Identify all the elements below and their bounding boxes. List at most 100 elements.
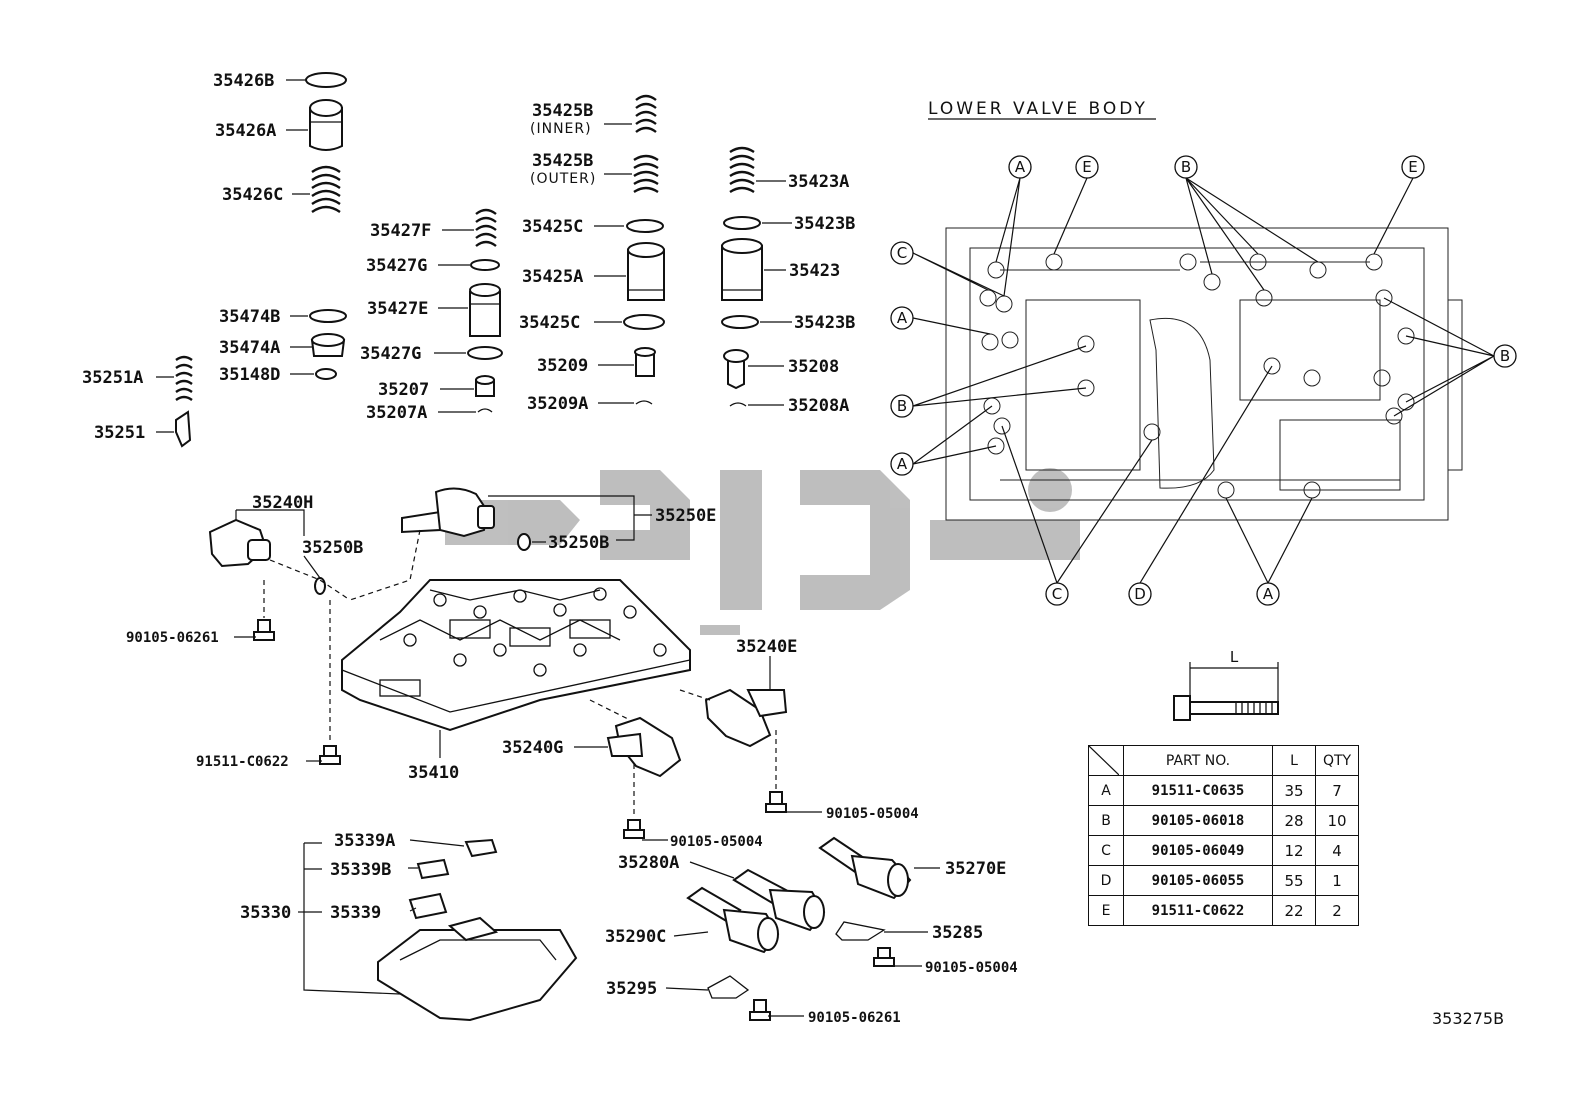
label-90105-05004-bottom: 90105-05004: [925, 960, 1018, 976]
marker-D-bottom: D: [1134, 585, 1146, 603]
marker-C-left: C: [897, 244, 907, 262]
part-35295-clip: [707, 975, 750, 999]
label-35207A: 35207A: [366, 403, 427, 423]
label-35423B-bottom: 35423B: [794, 313, 855, 333]
label-35208: 35208: [788, 357, 839, 377]
label-35250B-left: 35250B: [302, 538, 363, 558]
part-35240H-solenoid: [208, 518, 271, 568]
part-35251A-spring: [175, 355, 193, 401]
label-35427F: 35427F: [370, 221, 431, 241]
row-part-no: 90105-06018: [1123, 805, 1273, 836]
part-35250E-solenoid: [401, 487, 495, 538]
part-35426B-ring: [305, 72, 347, 88]
label-35427E: 35427E: [367, 299, 428, 319]
row-qty: 10: [1315, 805, 1359, 836]
part-35208-plug: [723, 349, 749, 390]
marker-A-bottom: A: [1263, 585, 1274, 603]
part-35425C-ring-bottom: [623, 314, 665, 330]
bolt-90105-05004-bottom: [873, 947, 895, 967]
label-35426C: 35426C: [222, 185, 283, 205]
marker-B-top: B: [1181, 158, 1191, 176]
part-35285-clip: [835, 921, 886, 941]
row-key: A: [1088, 775, 1124, 806]
label-35427G-bottom: 35427G: [360, 344, 421, 364]
marker-E-left: E: [1082, 158, 1091, 176]
label-35425B-inner: 35425B: [532, 101, 593, 121]
label-35423A: 35423A: [788, 172, 849, 192]
table-row: E 91511-C0622 22 2: [1088, 895, 1359, 926]
part-35240E-solenoid: [704, 688, 788, 748]
part-35423-sleeve: [721, 238, 763, 301]
label-35427G-top: 35427G: [366, 256, 427, 276]
label-35474B: 35474B: [219, 307, 280, 327]
row-qty: 4: [1315, 835, 1359, 866]
part-35339A-gasket: [464, 838, 498, 858]
part-35423B-ring-top: [723, 216, 761, 230]
part-35425B-outer-spring: [633, 154, 659, 194]
marker-A-left-upper: A: [897, 309, 908, 327]
part-35209A-clip: [635, 400, 653, 405]
row-qty: 2: [1315, 895, 1359, 926]
part-35426A-sleeve: [309, 99, 343, 151]
part-35208A-clip: [729, 402, 747, 407]
label-35251A: 35251A: [82, 368, 143, 388]
lower-valve-body-illustration: [945, 227, 1463, 521]
label-35209: 35209: [537, 356, 588, 376]
label-35423B-top: 35423B: [794, 214, 855, 234]
label-35339B: 35339B: [330, 860, 391, 880]
part-35280A-tube: [732, 868, 826, 932]
row-length: 28: [1272, 805, 1316, 836]
marker-A-left-lower: A: [897, 455, 908, 473]
table-row: B 90105-06018 28 10: [1088, 805, 1359, 836]
assembly-lines: [269, 529, 711, 721]
part-35251-plate: [175, 410, 192, 448]
column-header-part-no: PART NO.: [1123, 745, 1273, 776]
marker-E-right: E: [1408, 158, 1417, 176]
section-title: LOWER VALVE BODY: [928, 99, 1148, 119]
label-35426B: 35426B: [213, 71, 274, 91]
label-90105-05004-right: 90105-05004: [826, 806, 919, 822]
marker-B-right: B: [1500, 347, 1510, 365]
label-91511-C0622: 91511-C0622: [196, 754, 289, 770]
label-90105-05004-mid: 90105-05004: [670, 834, 763, 850]
row-qty: 7: [1315, 775, 1359, 806]
part-35474A-plug: [310, 333, 346, 357]
label-35207: 35207: [378, 380, 429, 400]
part-35423A-spring: [729, 146, 755, 194]
marker-leaders: [912, 177, 1495, 584]
part-35207A-clip: [477, 408, 493, 413]
label-35240H: 35240H: [252, 493, 313, 513]
part-35423B-ring-bottom: [721, 315, 759, 329]
label-35330: 35330: [240, 903, 291, 923]
label-35339: 35339: [330, 903, 381, 923]
callout-leaders: [156, 79, 940, 1017]
label-35250B-right: 35250B: [548, 533, 609, 553]
part-35425A-sleeve: [627, 242, 665, 301]
label-35270E: 35270E: [945, 859, 1006, 879]
table-row: C 90105-06049 12 4: [1088, 835, 1359, 866]
label-35474A: 35474A: [219, 338, 280, 358]
row-key: B: [1088, 805, 1124, 836]
row-qty: 1: [1315, 865, 1359, 896]
label-35240G: 35240G: [502, 738, 563, 758]
part-35426C-spring: [311, 165, 341, 213]
label-35285: 35285: [932, 923, 983, 943]
label-35425B-outer: 35425B: [532, 151, 593, 171]
part-35330-strainer: [377, 916, 578, 1022]
bolt-91511-C0622: [319, 600, 341, 765]
row-length: 35: [1272, 775, 1316, 806]
label-35339A: 35339A: [334, 831, 395, 851]
label-35295: 35295: [606, 979, 657, 999]
label-35426A: 35426A: [215, 121, 276, 141]
part-35427G-ring-bottom: [467, 346, 503, 360]
table-corner-cell: [1088, 745, 1124, 776]
label-35240E: 35240E: [736, 637, 797, 657]
marker-letters: A E B E C A B A B C D A: [897, 158, 1510, 603]
part-35425C-ring-top: [626, 219, 664, 233]
label-35425B-inner-note: (INNER): [530, 121, 592, 137]
row-length: 55: [1272, 865, 1316, 896]
bolt-90105-06261-bottom: [749, 999, 771, 1021]
part-35425B-inner-spring: [635, 94, 657, 133]
part-35240G-solenoid: [606, 716, 682, 778]
